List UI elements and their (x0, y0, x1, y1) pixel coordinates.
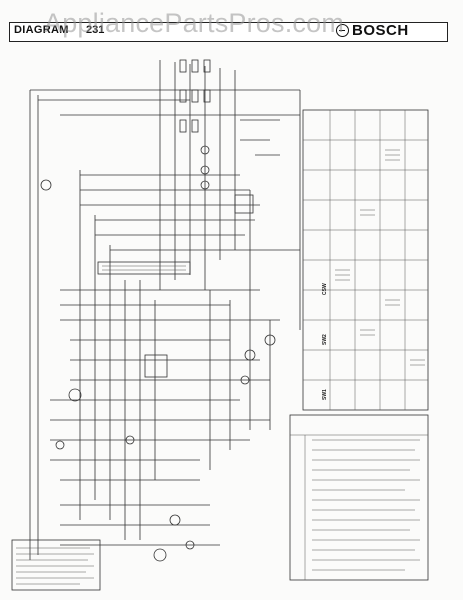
schematic-wires (29, 60, 301, 560)
switch-table-label-csw: CSW (322, 283, 328, 295)
bosch-logo-icon (336, 24, 349, 37)
switch-table-label-sw2: SW2 (322, 334, 328, 345)
switch-tables: SW1 SW2 CSW (302, 109, 429, 411)
wire-color-legend (289, 414, 429, 581)
brand-logo: BOSCH (352, 22, 409, 39)
switch-table-label-sw1: SW1 (322, 389, 328, 400)
diagram-label: DIAGRAM (14, 24, 69, 36)
component-description-legend (11, 539, 101, 591)
watermark: AppliancePartsPros.com (44, 8, 345, 38)
schematic-components (40, 59, 276, 562)
diagram-number: 231 (86, 24, 105, 36)
